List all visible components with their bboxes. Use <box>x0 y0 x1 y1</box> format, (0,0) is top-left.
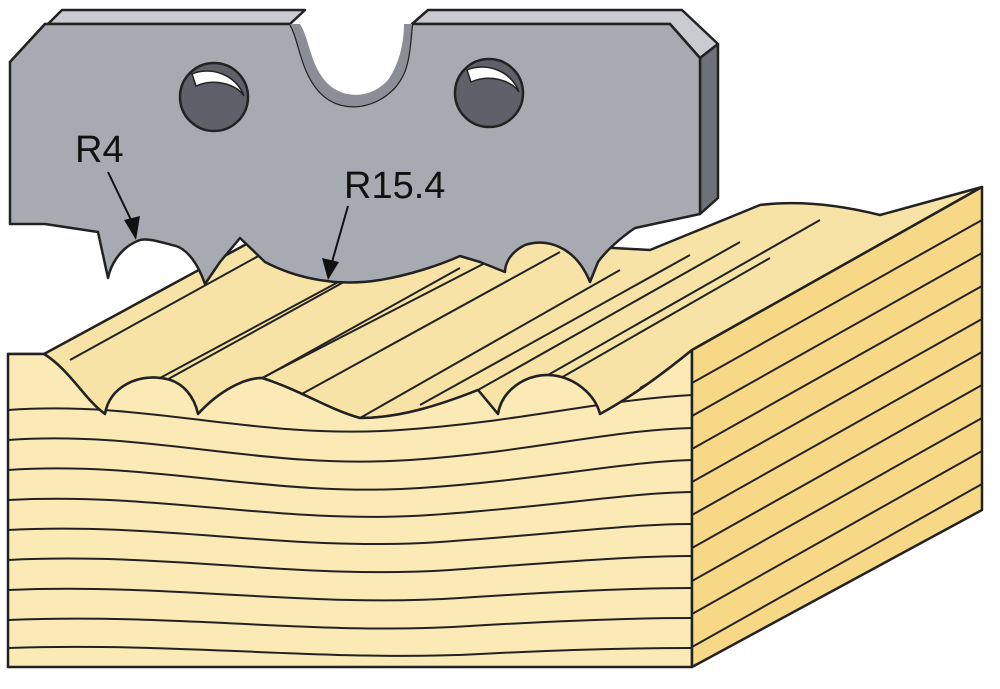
blade-mounting-hole-left <box>178 61 250 133</box>
arrowhead-r4 <box>124 216 140 240</box>
blade-side-face <box>698 42 720 216</box>
wood-front-face <box>6 348 694 669</box>
wood-side-face <box>690 185 984 669</box>
wood-side-lines <box>692 219 982 648</box>
radius-callout-small: R4 <box>75 129 140 240</box>
label-r15-4: R15.4 <box>344 165 445 207</box>
cutter-blade-icon <box>8 8 720 286</box>
wood-grain-lines <box>8 394 692 657</box>
blade-mounting-hole-right <box>453 57 525 129</box>
blade-notch-shadow <box>290 24 412 107</box>
radius-callout-large: R15.4 <box>322 165 445 280</box>
arrowhead-r15-4 <box>322 258 339 280</box>
label-r4: R4 <box>75 129 124 171</box>
